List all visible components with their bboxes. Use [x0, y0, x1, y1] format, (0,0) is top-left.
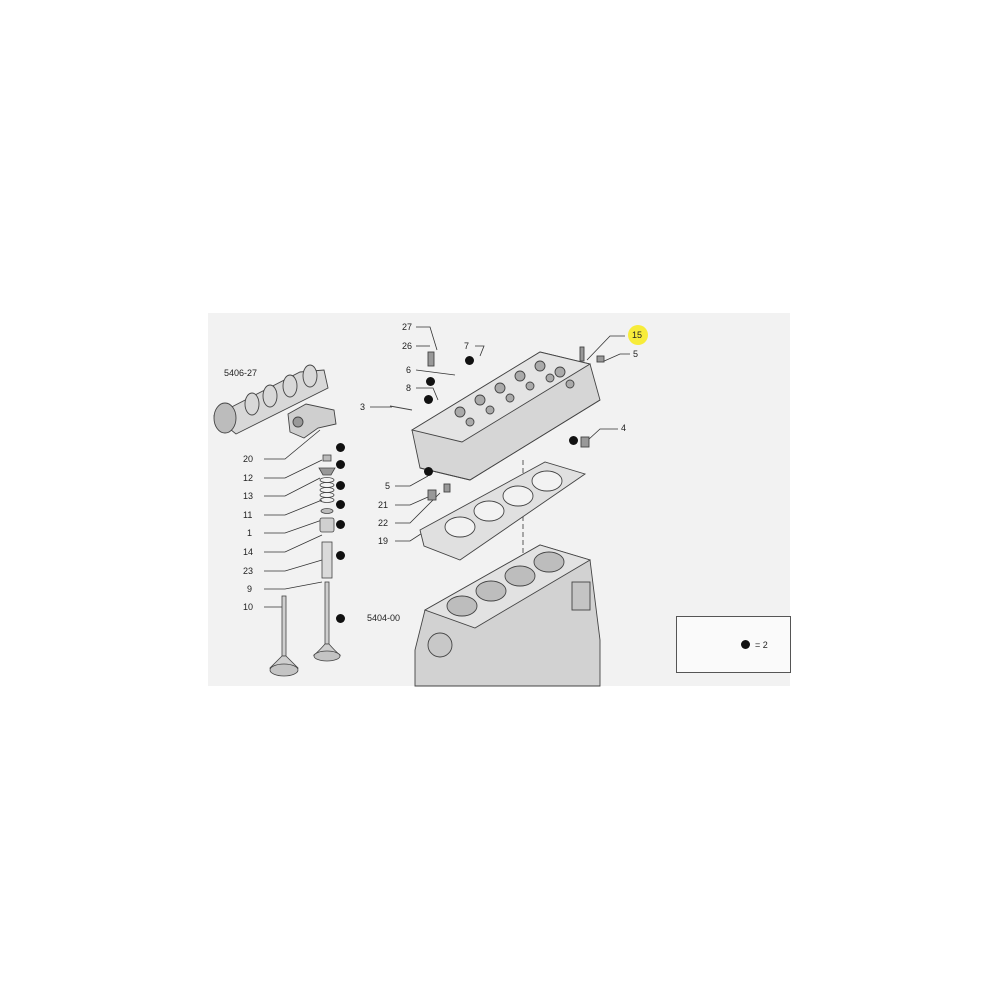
- callout-22: 22: [378, 518, 389, 528]
- callout-4: 4: [621, 423, 627, 433]
- leader-11: [264, 499, 323, 516]
- callout-19: 19: [378, 536, 389, 546]
- leader-22: [395, 492, 441, 524]
- bullet-1: [336, 520, 345, 529]
- callout-5-top: 5: [633, 349, 639, 359]
- bullet-6: [426, 377, 435, 386]
- leader-9: [264, 581, 323, 590]
- highlight-marker: [628, 325, 648, 345]
- leader-12: [264, 459, 323, 479]
- callout-1: 1: [247, 528, 253, 538]
- callout-5404-00: 5404-00: [367, 613, 401, 623]
- callout-10: 10: [243, 602, 254, 612]
- leader-6: [415, 369, 456, 376]
- head-gasket-drawing: [419, 461, 587, 561]
- leader-7: [475, 345, 485, 357]
- callout-14: 14: [243, 547, 254, 557]
- callout-15: 15: [632, 330, 643, 340]
- callout-7: 7: [464, 341, 470, 351]
- leader-1: [264, 519, 323, 534]
- bullet-5-bottom: [424, 467, 433, 476]
- bullet-23: [336, 551, 345, 560]
- callout-13: 13: [243, 491, 254, 501]
- leader-21: [395, 496, 429, 506]
- bullet-4: [569, 436, 578, 445]
- legend-box: [676, 616, 791, 673]
- leader-4: [587, 428, 618, 441]
- callout-26: 26: [402, 341, 413, 351]
- legend-quantity-text: = 2: [755, 640, 768, 650]
- leader-23: [264, 559, 323, 572]
- bullet-7: [465, 356, 474, 365]
- bullet-11: [336, 500, 345, 509]
- cylinder-head-drawing: [389, 346, 605, 501]
- callout-5-bottom: 5: [385, 481, 391, 491]
- engine-block-drawing: [414, 544, 601, 687]
- leader-14: [264, 534, 323, 553]
- callout-5406-27: 5406-27: [224, 368, 258, 378]
- callout-6: 6: [406, 365, 412, 375]
- valve-train-drawing: [269, 454, 342, 677]
- bullet-10: [336, 614, 345, 623]
- camshaft-drawing: [213, 364, 329, 435]
- bullet-13: [336, 481, 345, 490]
- rocker-arm-drawing: [287, 403, 337, 439]
- callout-12: 12: [243, 473, 254, 483]
- leader-27: [416, 326, 438, 351]
- callout-27: 27: [402, 322, 413, 332]
- callout-8: 8: [406, 383, 412, 393]
- bullet-12: [336, 460, 345, 469]
- bullet-20: [336, 443, 345, 452]
- callout-3: 3: [360, 402, 366, 412]
- callout-23: 23: [243, 566, 254, 576]
- leader-20: [264, 429, 321, 460]
- callout-21: 21: [378, 500, 389, 510]
- callout-11: 11: [243, 510, 253, 520]
- leader-8: [416, 387, 439, 401]
- leader-15: [586, 335, 625, 361]
- callout-20: 20: [243, 454, 254, 464]
- bullet-8: [424, 395, 433, 404]
- leader-5b: [395, 475, 429, 487]
- legend-bullet: [741, 640, 750, 649]
- callout-9: 9: [247, 584, 253, 594]
- leader-13: [264, 477, 321, 497]
- leader-5a: [601, 353, 630, 363]
